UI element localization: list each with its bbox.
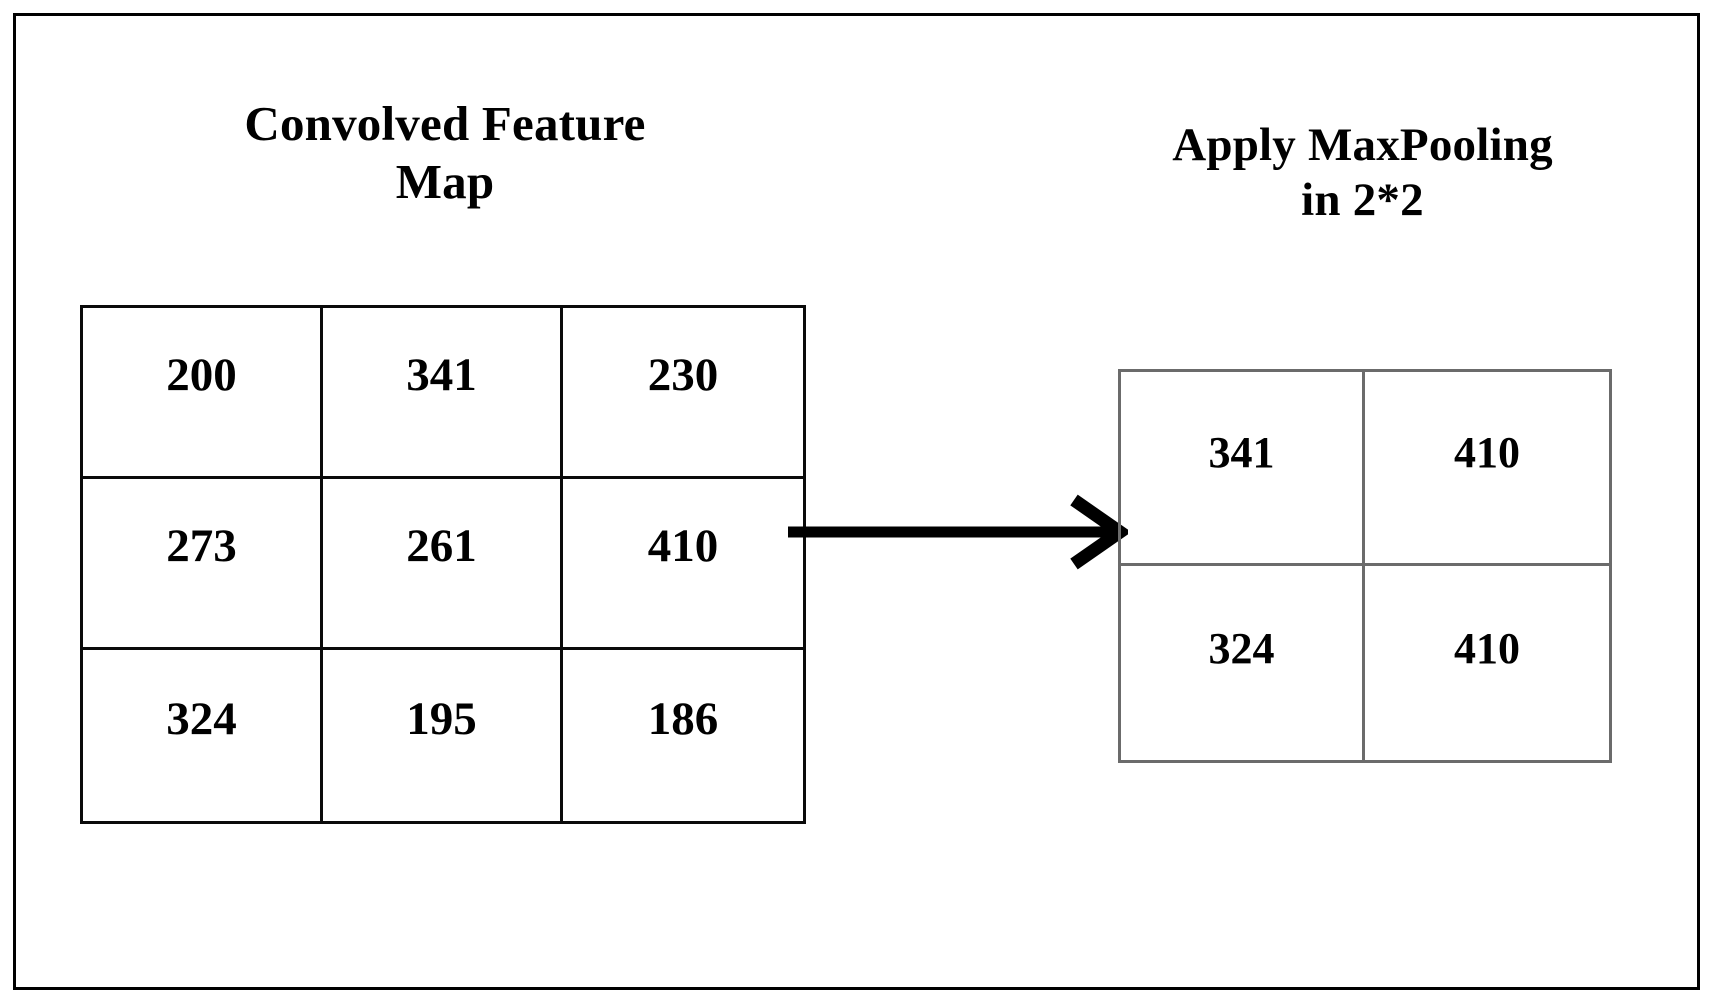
matrix-cell: 261 bbox=[323, 479, 563, 650]
apply-maxpooling-title-line1: Apply MaxPooling bbox=[1172, 119, 1553, 171]
convolved-feature-map-title: Convolved Feature Map bbox=[80, 95, 810, 211]
matrix-cell: 230 bbox=[563, 308, 803, 479]
convolved-feature-map-grid: 200 341 230 273 261 410 324 195 186 bbox=[80, 305, 806, 824]
convolved-feature-map-title-line2: Map bbox=[395, 153, 495, 209]
matrix-cell: 341 bbox=[1121, 372, 1365, 566]
matrix-cell: 410 bbox=[1454, 623, 1520, 673]
matrix-cell: 410 bbox=[563, 479, 803, 650]
matrix-cell: 341 bbox=[323, 308, 563, 479]
apply-maxpooling-title-line2: in 2*2 bbox=[1301, 174, 1424, 227]
flow-arrow-icon bbox=[788, 494, 1128, 570]
matrix-cell: 186 bbox=[647, 692, 719, 745]
convolved-feature-map-title-line1: Convolved Feature bbox=[244, 96, 646, 151]
figure-border bbox=[13, 13, 1700, 990]
apply-maxpooling-title: Apply MaxPooling in 2*2 bbox=[1060, 118, 1665, 229]
maxpooling-output-grid: 341 410 324 410 bbox=[1118, 369, 1612, 763]
matrix-cell: 324 bbox=[83, 650, 323, 821]
matrix-cell: 324 bbox=[1121, 566, 1365, 760]
matrix-cell: 273 bbox=[83, 479, 323, 650]
matrix-cell: 195 bbox=[323, 650, 563, 821]
matrix-cell: 410 bbox=[1365, 372, 1609, 566]
matrix-cell: 200 bbox=[83, 308, 323, 479]
